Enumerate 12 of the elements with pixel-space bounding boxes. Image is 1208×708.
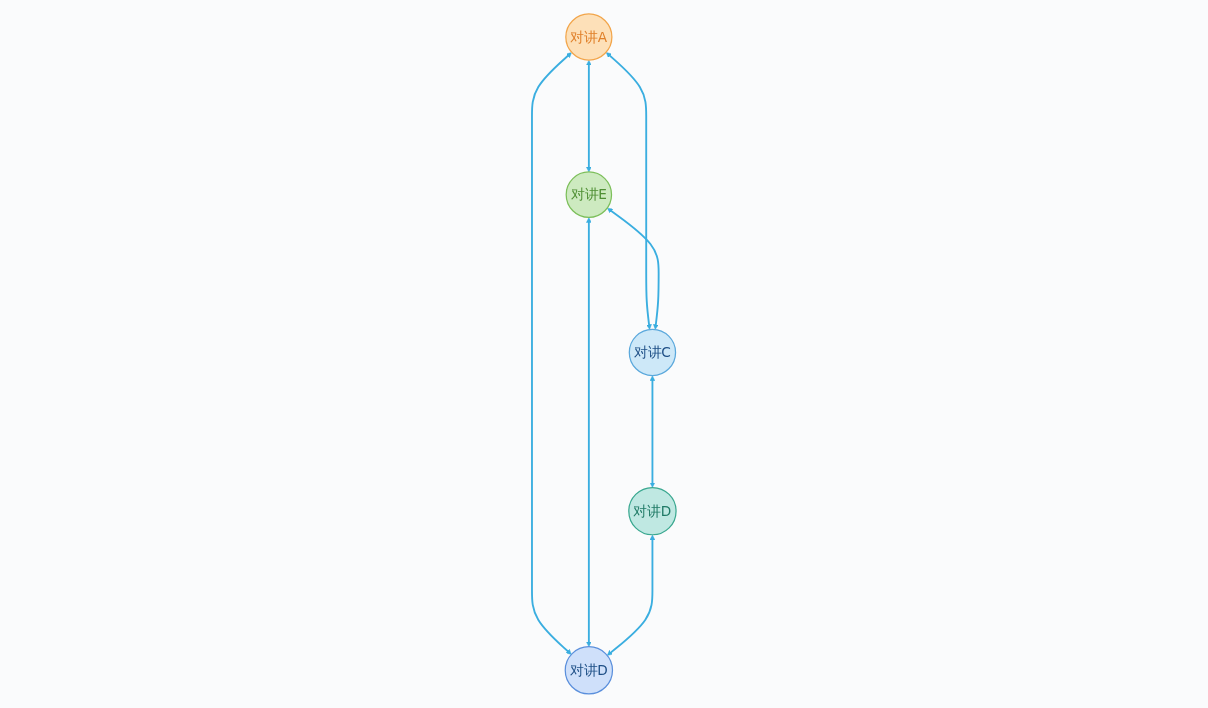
arrow (606, 534, 656, 656)
arrow (586, 217, 592, 647)
node-circle: 对讲A (565, 13, 613, 61)
arrow (649, 375, 656, 488)
node-circle: 对讲D (628, 486, 677, 536)
node-circle: 对讲C (628, 328, 677, 377)
arrow (607, 207, 660, 330)
arrow (586, 60, 592, 173)
arrow (531, 52, 572, 655)
node-circle: 对讲D (564, 646, 614, 695)
node-circle: 对讲E (565, 171, 613, 218)
arrow (606, 52, 652, 330)
